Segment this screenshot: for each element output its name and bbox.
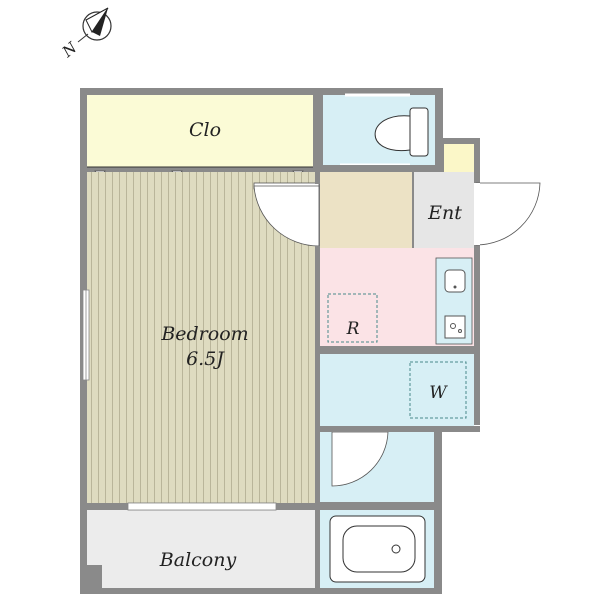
balcony-area: [87, 510, 315, 588]
bathtub-icon: [329, 515, 426, 583]
closet-label: Clo: [189, 119, 221, 141]
toilet-icon: [374, 107, 429, 157]
entrance-label: Ent: [427, 202, 462, 224]
entrance-door: [475, 182, 541, 246]
bath-hall-door: [331, 431, 389, 487]
balcony-label: Balcony: [159, 549, 237, 571]
washroom-area: [320, 354, 474, 426]
bedroom-label: Bedroom: [160, 323, 248, 345]
north-arrow-icon: N: [58, 7, 112, 61]
refrigerator-space: [327, 293, 378, 343]
bedroom-door: [253, 182, 320, 247]
shoe-box: [444, 144, 474, 172]
refrigerator-label: R: [346, 319, 360, 339]
compass-north-label: N: [58, 38, 81, 61]
entrance-area: [414, 172, 474, 248]
washer-label: W: [429, 383, 448, 403]
stove-icon: [444, 315, 466, 339]
closet-area: [87, 95, 313, 167]
hall-floor: [320, 172, 412, 248]
bedroom-size-label: 6.5J: [186, 348, 225, 370]
washer-space: [409, 361, 467, 419]
sink-icon: [444, 269, 466, 293]
